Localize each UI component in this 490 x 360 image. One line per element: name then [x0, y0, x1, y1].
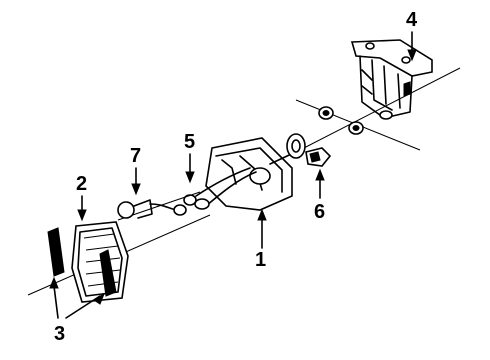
- callout-4: 4: [406, 9, 418, 31]
- callout-1: 1: [255, 249, 266, 271]
- callout-7: 7: [130, 145, 141, 167]
- lens: [71, 221, 129, 303]
- wire-harness: [183, 167, 257, 210]
- socket-grommet: [286, 133, 306, 159]
- callout-3: 3: [54, 323, 65, 345]
- bulb: [117, 191, 201, 221]
- wire-connector: [305, 147, 332, 167]
- washers: [295, 99, 421, 151]
- callout-6: 6: [314, 201, 325, 223]
- leader-lines: [49, 31, 417, 319]
- mounting-bracket: [350, 39, 433, 120]
- callout-5: 5: [184, 131, 195, 153]
- reflector-pads: [47, 227, 117, 297]
- callout-2: 2: [76, 173, 87, 195]
